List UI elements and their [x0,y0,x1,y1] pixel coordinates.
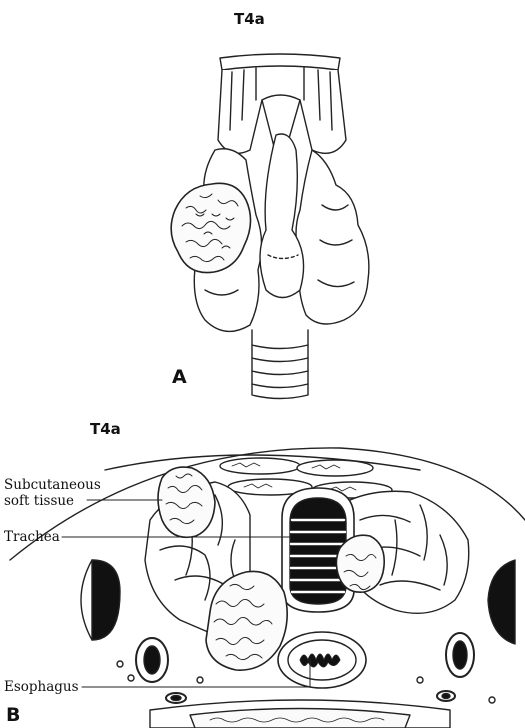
label-subcutaneous-line2: soft tissue [4,493,101,509]
larynx-anterior-view [171,54,369,399]
label-esophagus: Esophagus [4,679,79,695]
label-subcutaneous-line1: Subcutaneous [4,477,101,493]
panel-b-letter: B [6,704,20,726]
panel-a-letter: A [172,366,187,388]
label-trachea: Trachea [4,529,60,545]
panel-b-title: T4a [90,420,121,438]
label-subcutaneous-soft-tissue: Subcutaneous soft tissue [4,477,101,509]
